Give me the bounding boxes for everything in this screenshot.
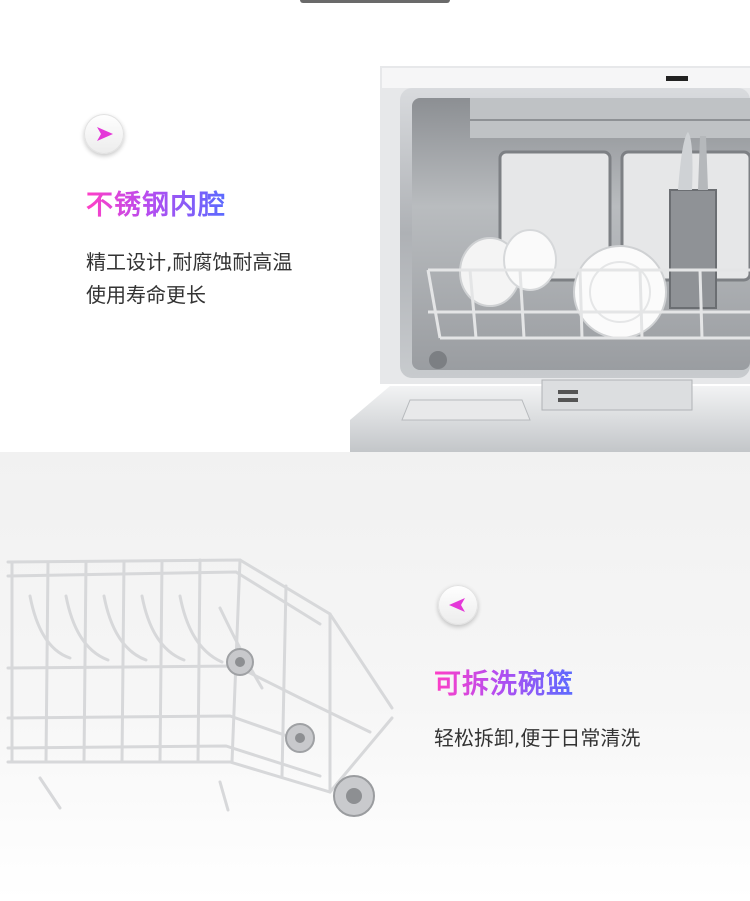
feature-section-basket: 可拆洗碗篮 轻松拆卸,便于日常清洗 xyxy=(0,452,750,901)
feature-desc-line-1: 精工设计,耐腐蚀耐高温 xyxy=(86,250,293,274)
arrow-left-icon xyxy=(438,585,478,625)
feature-desc-basket: 轻松拆卸,便于日常清洗 xyxy=(434,726,641,750)
feature-section-interior: 不锈钢内腔 精工设计,耐腐蚀耐高温 使用寿命更长 xyxy=(84,0,750,452)
feature-title-interior: 不锈钢内腔 xyxy=(86,183,226,222)
dishwasher-interior-image xyxy=(350,66,750,452)
feature-title-basket: 可拆洗碗篮 xyxy=(434,662,574,701)
feature-desc-line-2: 使用寿命更长 xyxy=(86,283,206,307)
dish-rack-image xyxy=(6,558,394,817)
arrow-right-icon xyxy=(84,114,124,154)
top-divider xyxy=(300,0,450,3)
